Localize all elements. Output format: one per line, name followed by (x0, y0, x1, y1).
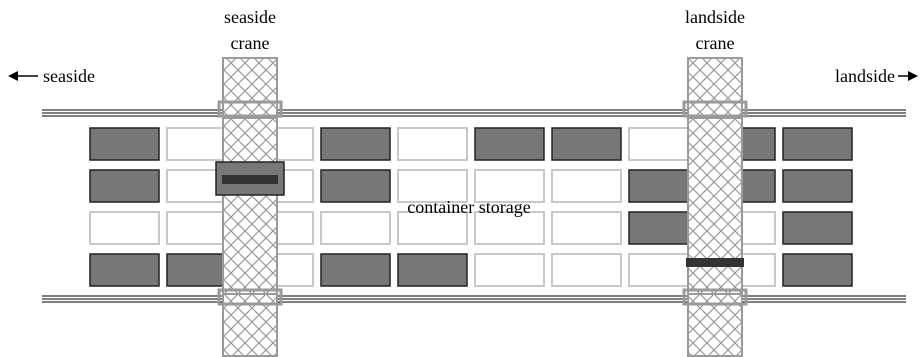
container-slot-occupied (551, 127, 622, 161)
landside-direction-label: landside (835, 66, 895, 86)
container-slot-occupied (474, 127, 545, 161)
container-slot-occupied (320, 127, 391, 161)
landside-crane-spreader (686, 258, 744, 267)
container-slot-occupied (89, 169, 160, 203)
arrow-right-icon (898, 71, 918, 81)
container-slot-empty (397, 127, 468, 161)
container-slot-occupied (89, 253, 160, 287)
container-storage-label: container storage (407, 197, 530, 217)
container-slot-empty (474, 211, 545, 245)
landside-crane-label-line1: landside (685, 7, 745, 27)
seaside-direction-label: seaside (43, 66, 95, 86)
landside-crane-top-leg (687, 57, 743, 119)
container-slot-occupied (397, 253, 468, 287)
seaside-crane-top-beam (217, 100, 283, 118)
container-slot-occupied (782, 253, 853, 287)
landside-crane-bottom-beam (682, 288, 748, 306)
container-slot-empty (397, 169, 468, 203)
arrow-left-icon (8, 71, 38, 81)
container-slot-occupied (89, 127, 160, 161)
container-slot-occupied (320, 169, 391, 203)
seaside-crane-top-leg (222, 57, 278, 119)
landside-crane-label-line2: crane (696, 33, 735, 53)
seaside-crane-label-line2: crane (231, 33, 270, 53)
rails (42, 109, 906, 303)
landside-crane (682, 57, 748, 357)
landside-crane-bridge (687, 117, 743, 295)
container-slot-empty (397, 211, 468, 245)
container-slot-occupied (782, 169, 853, 203)
seaside-crane-spreader (222, 175, 278, 184)
landside-crane-top-beam (682, 100, 748, 118)
container-slot-empty (551, 169, 622, 203)
container-slot-occupied (628, 169, 699, 203)
seaside-crane-label-line1: seaside (224, 7, 276, 27)
seaside-crane-bridge (222, 117, 278, 295)
container-slot-empty (89, 211, 160, 245)
seaside-crane (215, 57, 285, 357)
container-slot-occupied (782, 127, 853, 161)
seaside-crane-bottom-beam (217, 288, 283, 306)
container-slot-empty (474, 253, 545, 287)
container-slot-empty (320, 211, 391, 245)
container-slot-occupied (782, 211, 853, 245)
container-slot-empty (551, 211, 622, 245)
container-slot-occupied (628, 211, 699, 245)
container-slot-empty (628, 127, 699, 161)
container-slot-empty (474, 169, 545, 203)
container-slot-empty (551, 253, 622, 287)
container-slot-occupied (320, 253, 391, 287)
